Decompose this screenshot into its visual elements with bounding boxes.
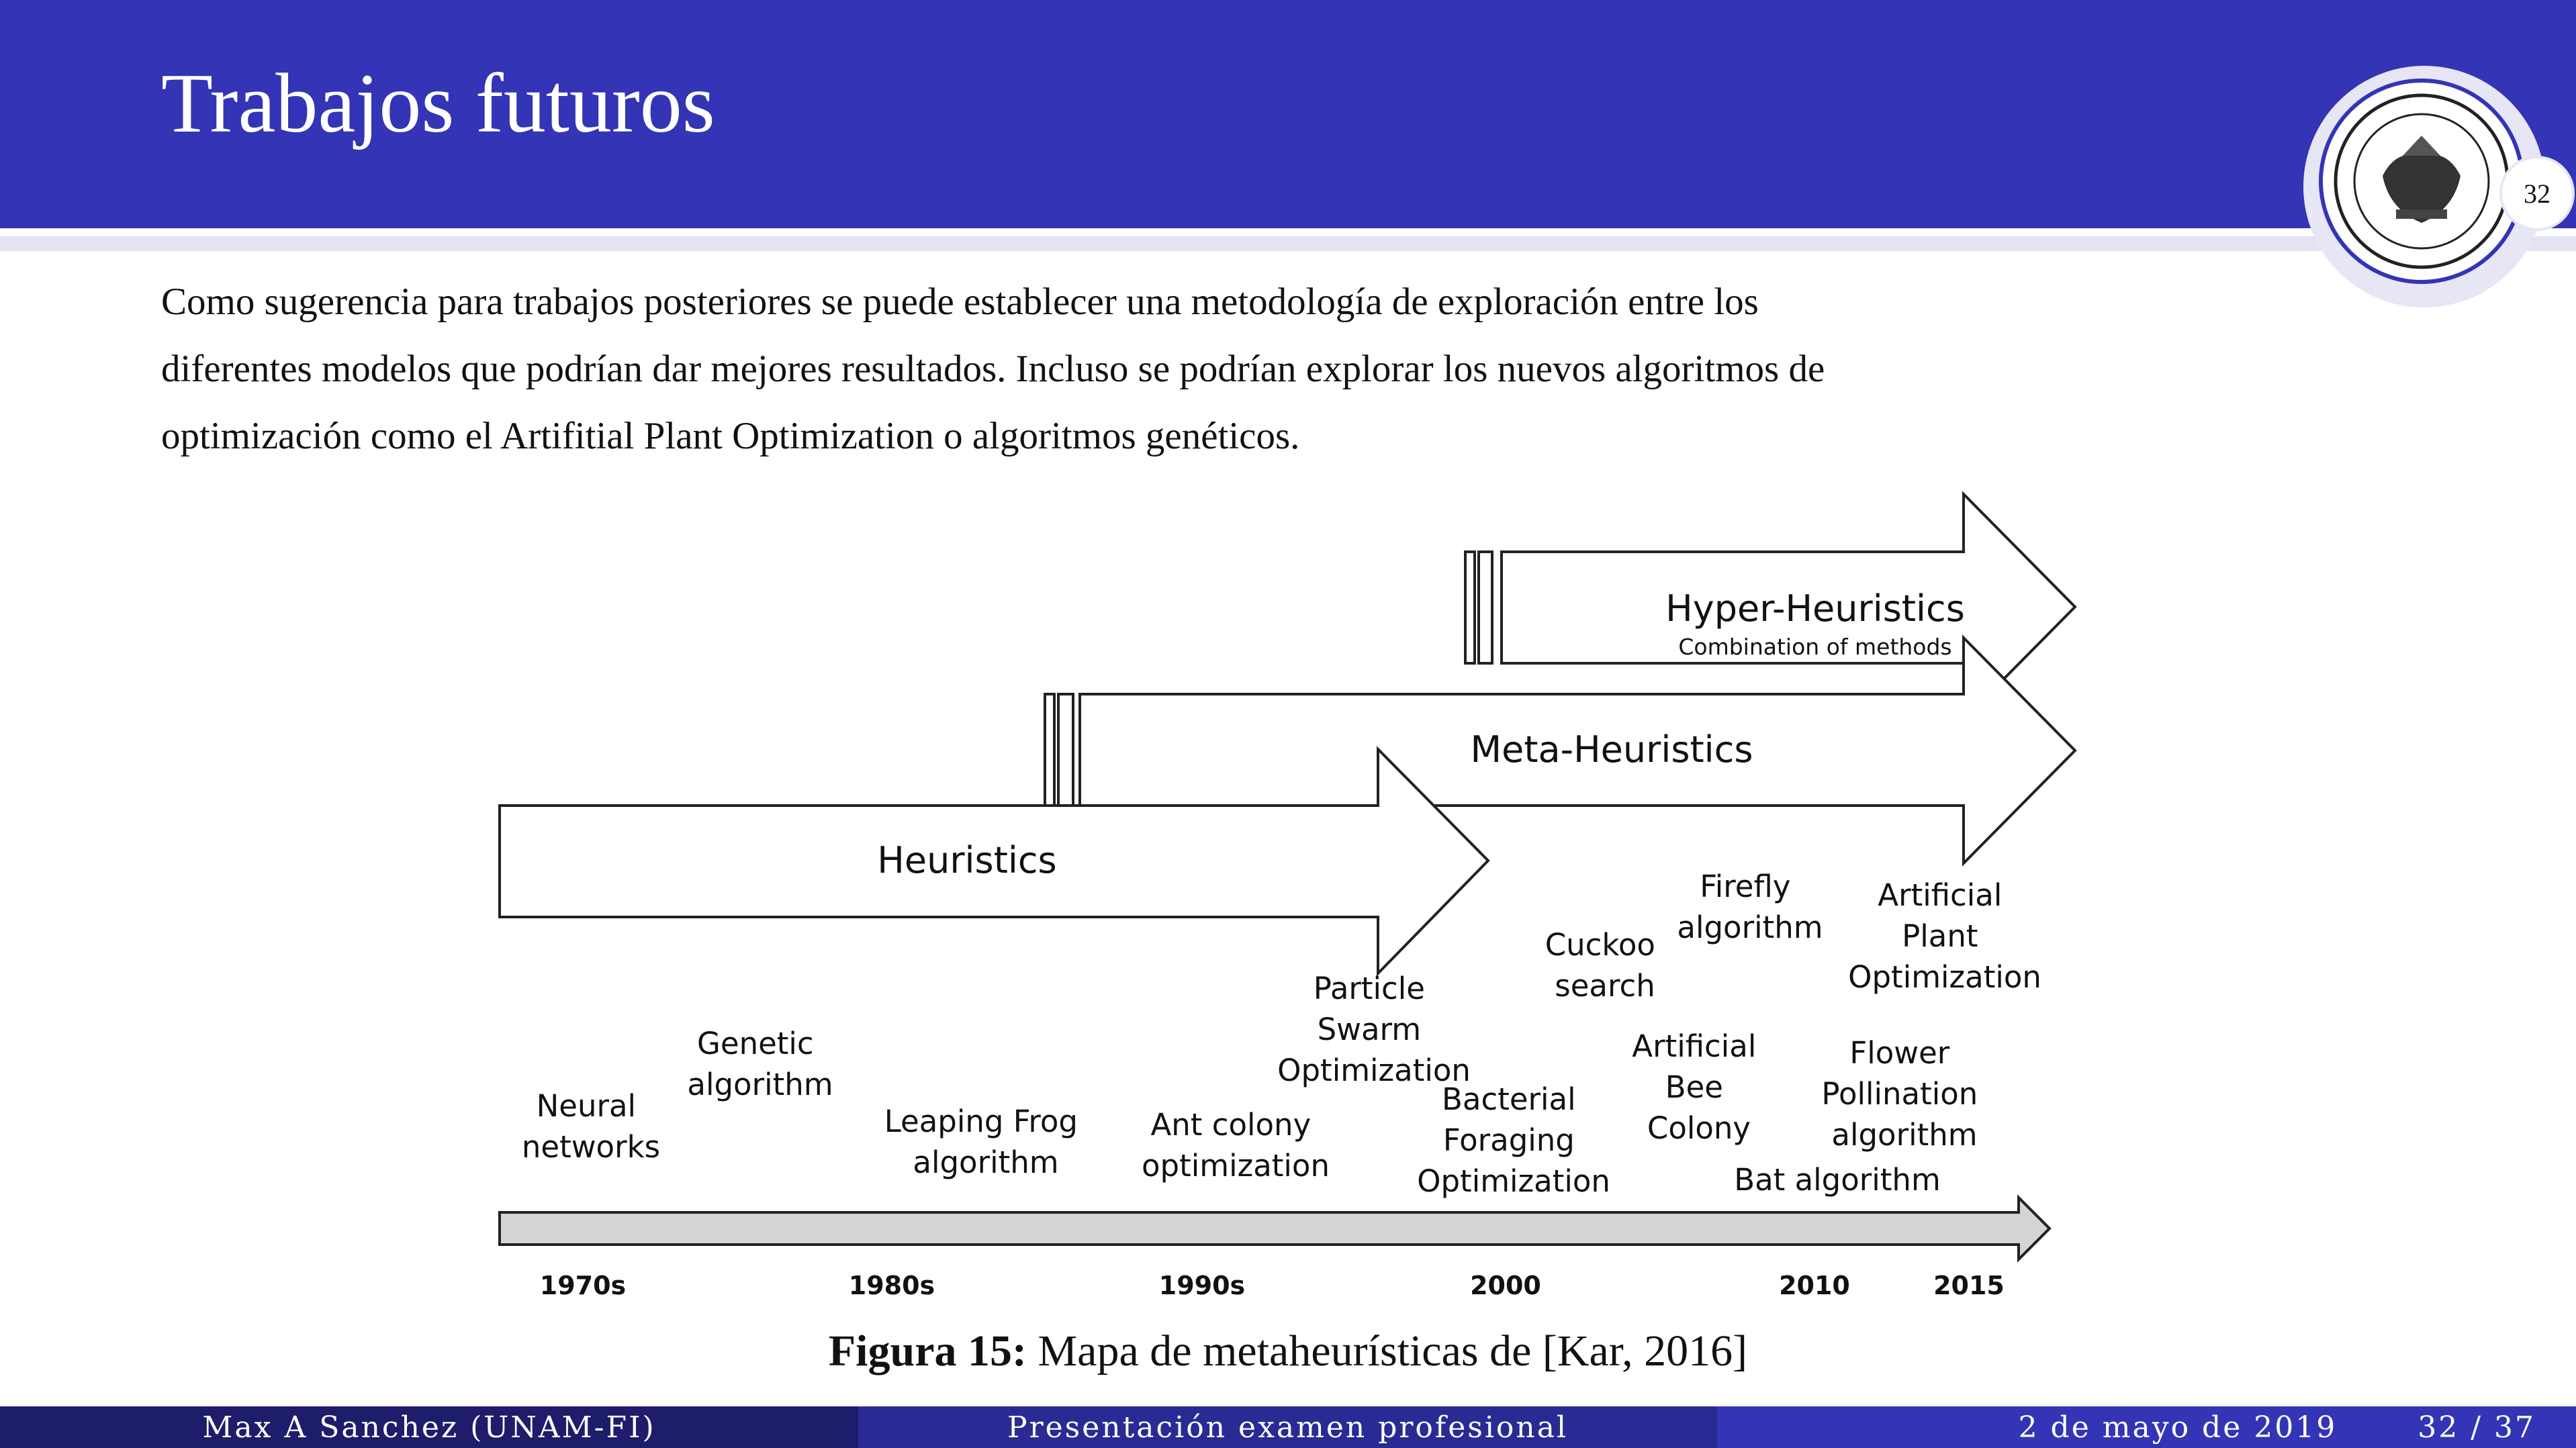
algo-leaping-frog: Leaping Frog algorithm [884,1104,1088,1180]
algo-genetic-algorithm: Genetic algorithm [687,1026,833,1102]
algo-artificial-bee-colony: Artificial Bee Colony [1632,1028,1765,1146]
footer-presentation: Presentación examen profesional [858,1406,1717,1448]
meta-heuristics-arrow: Meta-Heuristics [1044,634,2077,867]
body-line: diferentes modelos que podrían dar mejor… [161,348,1825,390]
algo-neural-networks: Neural networks [522,1088,660,1165]
footer-right: 2 de mayo de 2019 32 / 37 [1717,1406,2576,1448]
body-line: optimización como el Artifitial Plant Op… [161,415,1300,457]
page-number-badge: 32 [2499,156,2575,231]
slide-title: Trabajos futuros [161,57,715,150]
meta-heuristics-label: Meta-Heuristics [1471,728,1753,771]
heuristics-label: Heuristics [877,839,1056,881]
unam-seal-icon [2319,79,2524,284]
title-bar [0,0,2576,228]
title-underline [0,236,2576,251]
footer-date: 2 de mayo de 2019 [2018,1410,2338,1445]
algo-bat: Bat algorithm [1734,1162,1941,1198]
hyper-heuristics-sublabel: Combination of methods [1678,634,1951,660]
footer-page-count: 32 / 37 [2418,1410,2536,1445]
body-paragraph: Como sugerencia para trabajos posteriore… [161,269,2404,470]
algo-firefly: Firefly algorithm [1677,869,1823,945]
body-line: Como sugerencia para trabajos posteriore… [161,281,1759,323]
caption-text: Mapa de metaheurísticas de [Kar, 2016] [1038,1326,1748,1375]
timeline-tick-label: 2000 [1470,1271,1541,1300]
timeline-tick-label: 1980s [849,1271,935,1300]
algo-particle-swarm: Particle Swarm Optimization [1277,971,1471,1088]
timeline-arrow [498,1194,2052,1263]
algo-cuckoo-search: Cuckoo search [1545,927,1665,1004]
slide-footer: Max A Sanchez (UNAM-FI) Presentación exa… [0,1406,2576,1448]
algo-flower-pollination: Flower Pollination algorithm [1821,1035,1987,1153]
algo-artificial-plant-optimization: Artificial Plant Optimization [1848,877,2041,995]
algo-ant-colony: Ant colony optimization [1142,1107,1330,1184]
timeline-tick-label: 1990s [1159,1271,1245,1300]
timeline-tick-label: 1970s [540,1271,626,1300]
timeline-tick-label: 2010 [1779,1271,1850,1300]
timeline-tick-label: 2015 [1933,1271,2005,1300]
hyper-heuristics-arrow: Hyper-Heuristics Combination of methods [1464,491,2077,723]
figure-caption: Figura 15: Mapa de metaheurísticas de [K… [0,1326,2576,1377]
footer-author: Max A Sanchez (UNAM-FI) [0,1406,858,1448]
heuristics-arrow: Heuristics [498,746,1490,977]
algo-bacterial-foraging: Bacterial Foraging Optimization [1417,1081,1610,1199]
hyper-heuristics-label: Hyper-Heuristics [1665,587,1965,630]
caption-label: Figura 15: [828,1326,1027,1375]
